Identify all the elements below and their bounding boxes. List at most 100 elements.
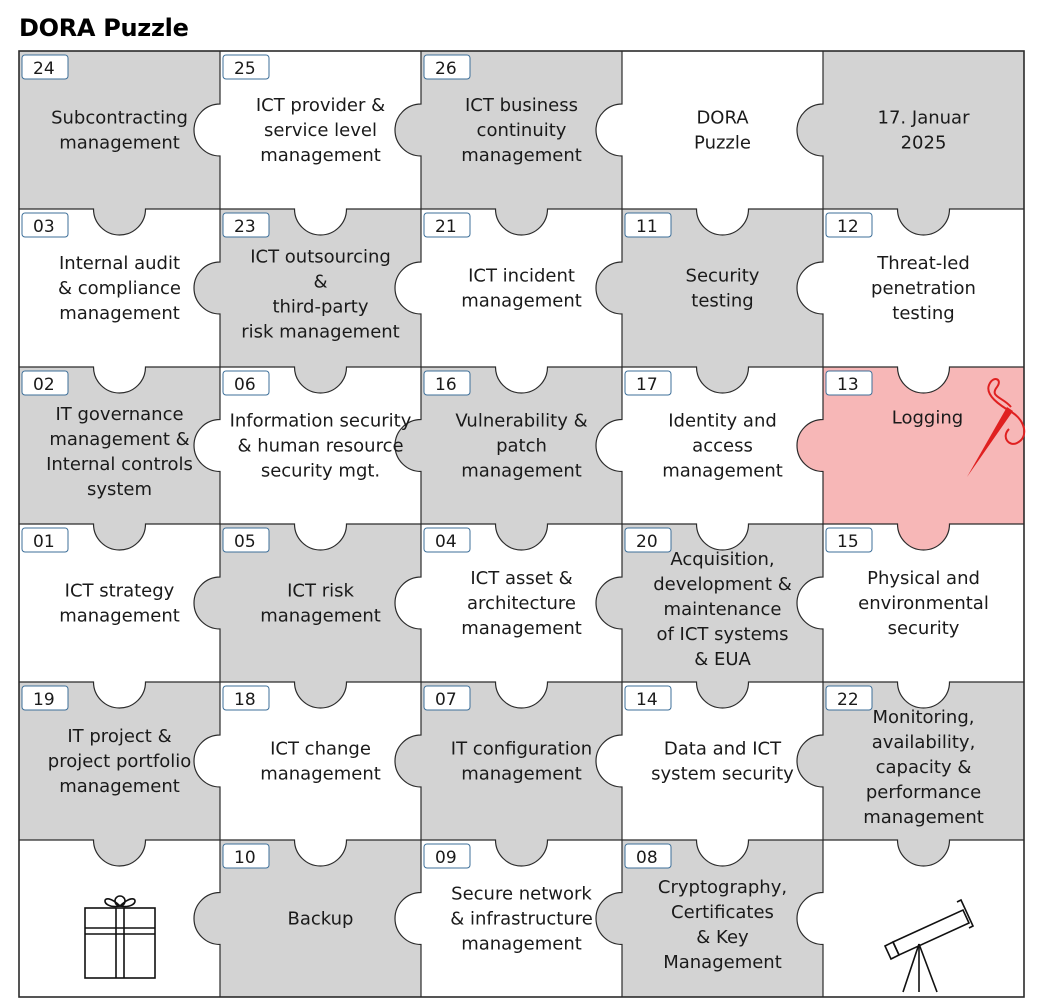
cell-label-line: Threat-led	[876, 253, 970, 274]
puzzle-knob	[797, 735, 823, 787]
puzzle-edge	[796, 524, 824, 682]
number-label: 11	[636, 217, 658, 237]
puzzle-edge	[796, 682, 824, 840]
puzzle-edge	[220, 839, 421, 867]
telescope-icon	[883, 898, 975, 993]
puzzle-knob	[395, 892, 421, 945]
puzzle-edge	[823, 839, 1024, 867]
puzzle-edge	[595, 209, 623, 367]
cell-label: Backup	[288, 909, 354, 930]
cell-label: Subcontracting management	[51, 108, 188, 154]
cell-label-line: Management	[663, 952, 782, 973]
number-label: 05	[234, 532, 256, 552]
number-label: 10	[234, 848, 256, 868]
puzzle-knob	[596, 892, 622, 945]
number-badge	[423, 527, 471, 553]
cell-label-line: ICT business	[465, 95, 578, 116]
number-badge	[825, 212, 873, 238]
puzzle-edge	[394, 209, 422, 367]
puzzle-edge	[19, 208, 220, 236]
puzzle-edge	[220, 366, 421, 394]
puzzle-knob	[897, 209, 950, 235]
cell-label-line: & EUA	[694, 649, 751, 670]
puzzle-edge	[622, 839, 823, 867]
puzzle-edge	[622, 523, 823, 551]
number-label: 02	[33, 375, 55, 395]
cell-label-line: performance	[866, 782, 981, 803]
puzzle-edge	[622, 208, 823, 236]
puzzle-knob	[93, 367, 146, 393]
cell-label-line: ICT strategy	[65, 581, 175, 602]
puzzle-edge	[19, 839, 220, 867]
cell-label-line: access	[692, 436, 753, 457]
cell-label-line: ICT provider &	[256, 95, 385, 116]
cell-label-line: availability,	[872, 732, 976, 753]
puzzle-knob	[696, 367, 749, 393]
number-badge	[222, 843, 270, 869]
cell-label-line: Data and ICT	[664, 739, 782, 760]
number-badge	[825, 527, 873, 553]
cell-label-line: Puzzle	[694, 133, 751, 154]
number-label: 04	[435, 532, 457, 552]
cell-label-line: management &	[49, 429, 189, 450]
cell-label-line: management	[461, 934, 582, 955]
number-badge	[222, 370, 270, 396]
cell-label-line: management	[461, 145, 582, 166]
puzzle-knob	[495, 840, 548, 866]
board-border	[18, 50, 1025, 998]
puzzle-knob	[395, 104, 421, 156]
puzzle-knob	[495, 209, 548, 235]
puzzle-knob	[294, 682, 347, 708]
cell-label-line: management	[461, 764, 582, 785]
number-badge	[624, 212, 672, 238]
puzzle-edge	[193, 682, 221, 840]
cell-label-line: Certificates	[671, 902, 774, 923]
cell-label-line: Acquisition,	[670, 549, 774, 570]
puzzle-knob	[93, 682, 146, 708]
number-badge	[624, 843, 672, 869]
puzzle-knob	[294, 524, 347, 550]
puzzle-knob	[696, 682, 749, 708]
number-badge	[21, 527, 69, 553]
number-badge	[21, 54, 69, 80]
puzzle-edge	[622, 681, 823, 709]
number-badge	[21, 212, 69, 238]
cell-label-line: testing	[892, 303, 954, 324]
cell-label-line: management	[260, 145, 381, 166]
puzzle-knob	[596, 419, 622, 472]
puzzle-knob	[897, 682, 950, 708]
cell-label-line: management	[59, 133, 180, 154]
number-badge	[624, 527, 672, 553]
cell-label-line: Logging	[892, 408, 963, 429]
puzzle-edge	[193, 840, 221, 997]
number-label: 08	[636, 848, 658, 868]
cell-label-line: ICT incident	[468, 266, 575, 287]
cell-label-line: IT project &	[67, 726, 171, 747]
cell-label-line: management	[461, 618, 582, 639]
puzzle-knob	[294, 367, 347, 393]
number-label: 24	[33, 59, 55, 79]
cell-label-line: Subcontracting	[51, 108, 188, 129]
cell-label-line: risk management	[241, 322, 400, 343]
cell-label-line: system	[87, 479, 152, 500]
cell-label-line: penetration	[871, 278, 976, 299]
cell-label-line: management	[59, 606, 180, 627]
puzzle-knob	[93, 840, 146, 866]
number-badge	[423, 370, 471, 396]
cell-label-line: security	[888, 618, 960, 639]
puzzle-grid-lines	[18, 50, 1025, 998]
cell-label-line: security mgt.	[261, 461, 380, 482]
puzzle-knob	[897, 367, 950, 393]
number-label: 18	[234, 690, 256, 710]
puzzle-edge	[421, 681, 622, 709]
puzzle-knob	[596, 262, 622, 314]
